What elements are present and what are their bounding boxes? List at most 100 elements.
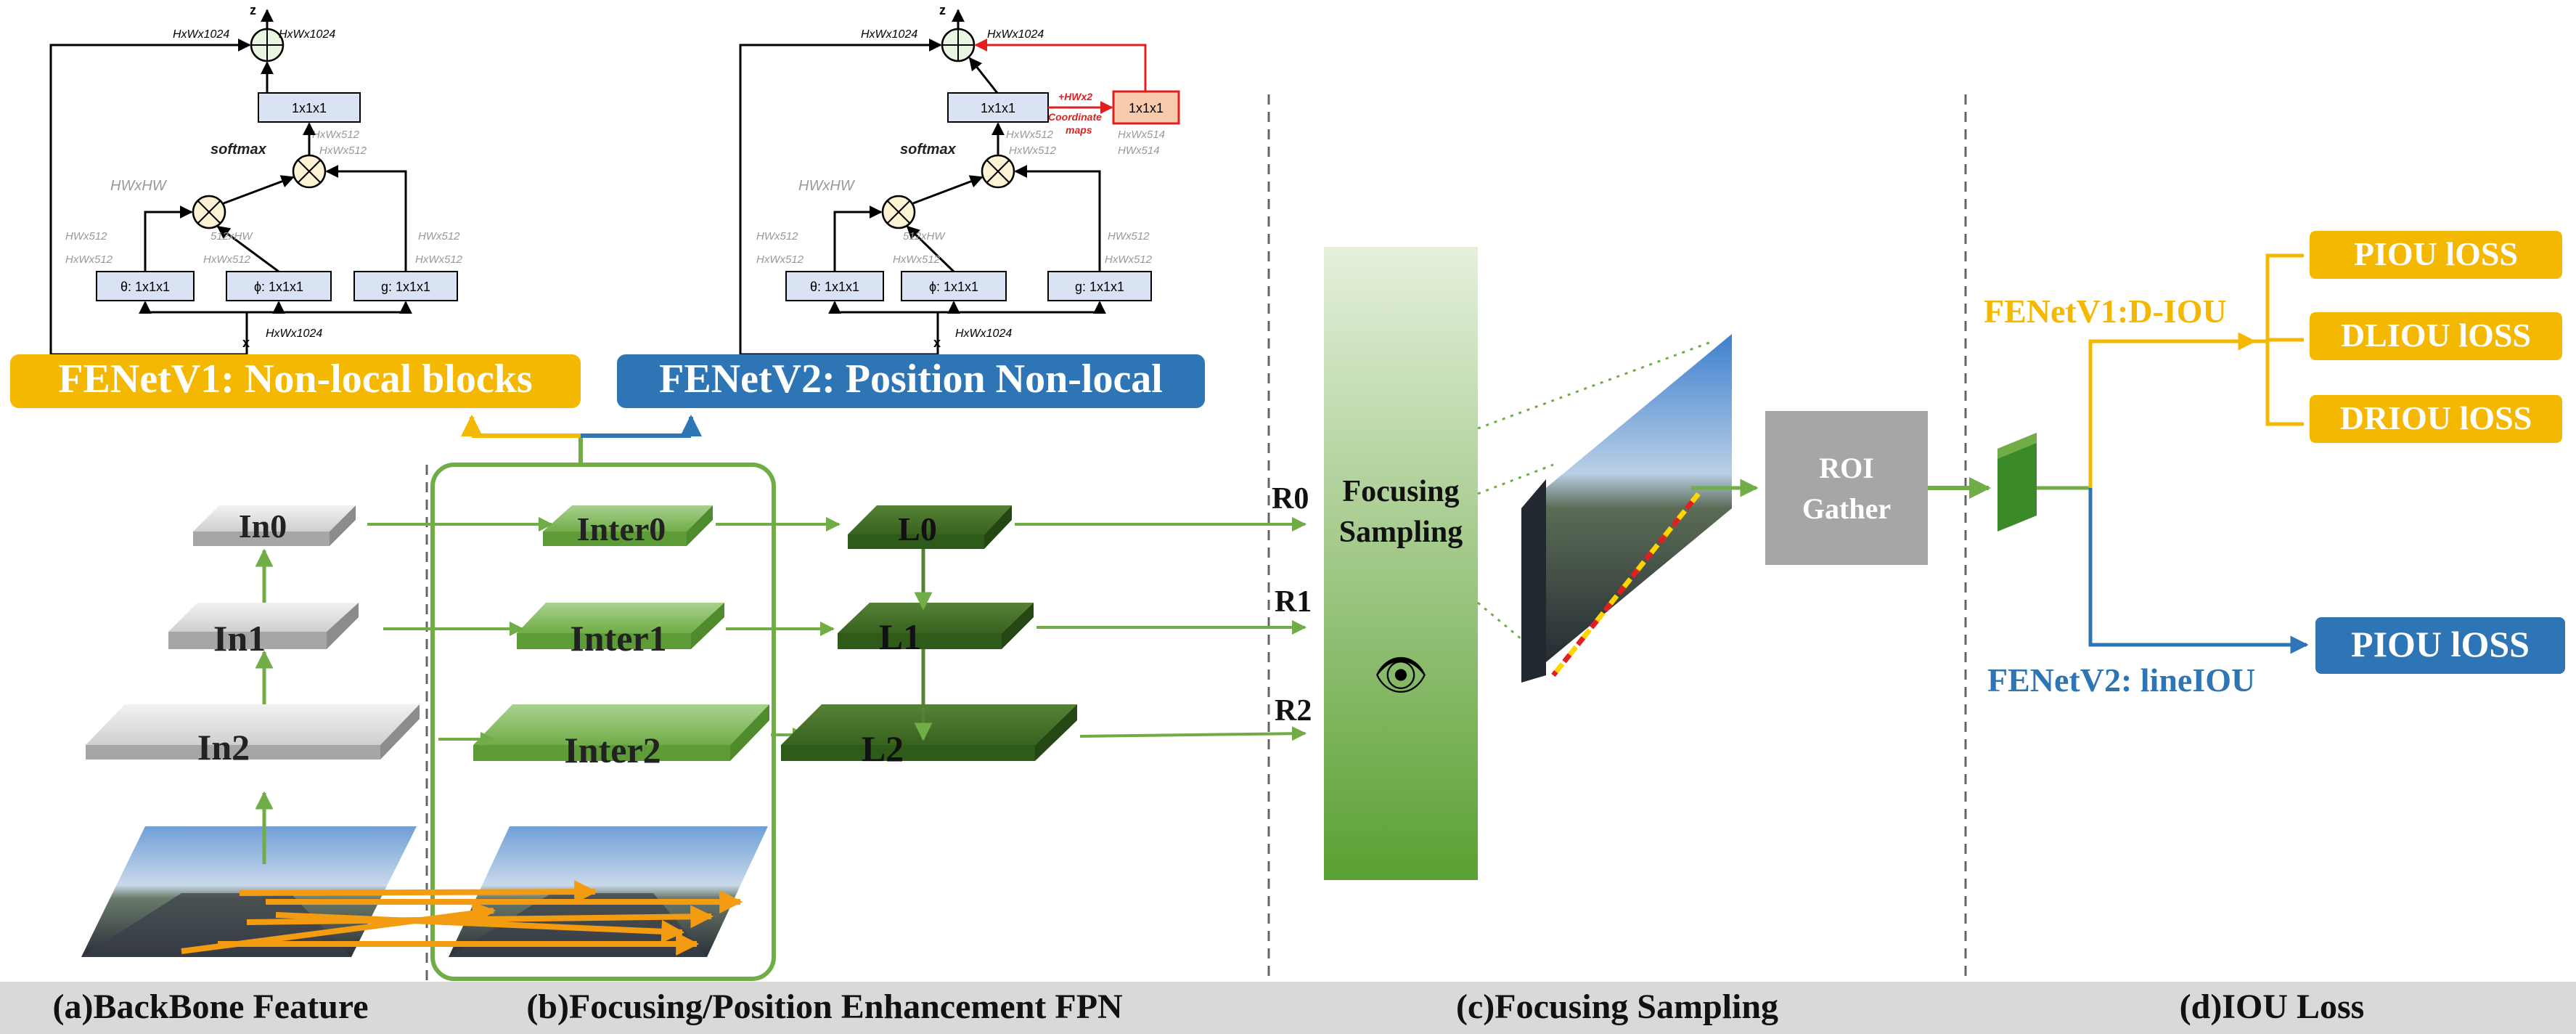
v2-title: FENetV2: Position Non-local xyxy=(659,357,1163,402)
dim-label: HxWx512 xyxy=(1105,253,1153,266)
dim-label: HWx512 xyxy=(756,230,798,243)
roi-label: Gather xyxy=(1802,492,1891,525)
dliou-label: DLIOU lOSS xyxy=(2341,317,2531,354)
piou-v2-loss-badge: PIOU lOSS xyxy=(2315,617,2565,674)
l2-label: L2 xyxy=(862,728,904,769)
inter2-slab: Inter2 xyxy=(473,704,769,770)
in1-label: In1 xyxy=(213,618,266,659)
theta-conv xyxy=(96,271,195,301)
g-label: g: 1x1x1 xyxy=(381,280,430,294)
v1-loss-label: FENetV1:D-IOU xyxy=(1984,293,2227,330)
coord-label: maps xyxy=(1066,124,1092,136)
dim-label: HWx512 xyxy=(418,230,460,243)
l0-slab: L0 xyxy=(848,505,1012,549)
l0-label: L0 xyxy=(898,510,937,547)
in0-label: In0 xyxy=(239,508,287,545)
l2-slab: L2 xyxy=(781,704,1077,769)
in0-slab: In0 xyxy=(193,505,356,546)
dim-label: 512xHW xyxy=(903,230,946,243)
roi-gather-box: ROI Gather xyxy=(1765,411,1928,565)
z-label: z xyxy=(939,3,946,17)
phi-conv xyxy=(901,271,1007,301)
piou-v2-label: PIOU lOSS xyxy=(2351,624,2530,664)
inter1-slab: Inter1 xyxy=(517,603,724,659)
fpn-region xyxy=(430,463,776,981)
phi-label: ϕ: 1x1x1 xyxy=(929,280,978,294)
focusing-label: Sampling xyxy=(1339,516,1463,549)
section-a-label: (a)BackBone Feature xyxy=(52,988,368,1026)
g-conv xyxy=(353,271,458,301)
sampled-road-image xyxy=(1521,334,1732,683)
x-label: x xyxy=(242,335,250,350)
fpn-section: Inter2 Inter1 Inter0 L0 xyxy=(181,463,1077,981)
driou-loss-badge: DRIOU lOSS xyxy=(2310,395,2562,443)
dim-label: HxWx512 xyxy=(65,253,113,266)
dim-label: HWx512 xyxy=(1108,230,1150,243)
v2-title-badge: FENetV2: Position Non-local xyxy=(617,354,1205,408)
coord-conv-box xyxy=(1112,90,1180,125)
piou-label: PIOU lOSS xyxy=(2354,235,2518,272)
l1-label: L1 xyxy=(879,616,921,657)
dim-label: HWx512 xyxy=(65,230,107,243)
nonlocal-v2-block: z HxWx1024 HxWx1024 1x1x1 1x1x1 +HWx2 Co… xyxy=(739,3,1180,356)
dim-label: HxWx512 xyxy=(203,253,251,266)
conv-box xyxy=(258,92,361,123)
in2-slab: In2 xyxy=(86,704,420,768)
dim-label: HxWx512 xyxy=(415,253,463,266)
g-conv xyxy=(1047,271,1152,301)
v1-title: FENetV1: Non-local blocks xyxy=(58,357,532,402)
dim-label: HxWx512 xyxy=(756,253,804,266)
driou-label: DRIOU lOSS xyxy=(2340,399,2532,436)
v1-title-badge: FENetV1: Non-local blocks xyxy=(10,354,581,408)
r1-label: R1 xyxy=(1275,585,1312,619)
hwxhw-label: HWxHW xyxy=(110,178,168,194)
v2-loss-label: FENetV2: lineIOU xyxy=(1987,661,2255,699)
z-label: z xyxy=(250,3,256,17)
dim-label: HxWx1024 xyxy=(955,327,1012,340)
x-label: x xyxy=(933,335,941,350)
phi-label: ϕ: 1x1x1 xyxy=(254,280,303,294)
section-b-label: (b)Focusing/Position Enhancement FPN xyxy=(526,988,1123,1026)
dim-label: HxWx512 xyxy=(1009,144,1057,157)
l1-slab: L1 xyxy=(838,603,1034,657)
backbone-section: In2 In1 In0 xyxy=(81,505,420,957)
piou-loss-badge: PIOU lOSS xyxy=(2310,231,2562,279)
eye-icon: 👁 xyxy=(1373,651,1428,699)
conv-label: 1x1x1 xyxy=(981,101,1015,115)
dim-label: HxWx1024 xyxy=(266,327,322,340)
focusing-sampling-panel xyxy=(1324,247,1478,880)
dliou-loss-badge: DLIOU lOSS xyxy=(2310,312,2562,360)
dim-label: HxWx512 xyxy=(319,144,367,157)
conv-label: 1x1x1 xyxy=(1129,101,1164,115)
nonlocal-v1-block: z HxWx1024 HxWx1024 1x1x1 HxWx512 softma… xyxy=(49,3,463,356)
section-c-label: (c)Focusing Sampling xyxy=(1456,988,1778,1026)
hwxhw-label: HWxHW xyxy=(798,178,856,194)
inter2-label: Inter2 xyxy=(564,730,661,770)
dim-label: HxWx1024 xyxy=(861,28,917,41)
theta-label: θ: 1x1x1 xyxy=(120,280,170,294)
r0-label: R0 xyxy=(1272,482,1309,516)
inter0-slab: Inter0 xyxy=(543,505,713,547)
in2-label: In2 xyxy=(197,727,250,768)
softmax-label: softmax xyxy=(210,142,267,158)
dim-label: HxWx1024 xyxy=(173,28,229,41)
theta-label: θ: 1x1x1 xyxy=(810,280,859,294)
dim-label: HxWx1024 xyxy=(987,28,1044,41)
dim-label: HxWx512 xyxy=(893,253,941,266)
section-d-label: (d)IOU Loss xyxy=(2180,988,2365,1026)
dim-label: HxWx1024 xyxy=(279,28,335,41)
g-label: g: 1x1x1 xyxy=(1075,280,1124,294)
coord-label: Coordinate xyxy=(1048,111,1102,123)
fpn-title-connector xyxy=(461,415,702,465)
loss-feature-block xyxy=(1998,433,2037,532)
inter0-label: Inter0 xyxy=(577,510,666,547)
dim-label: HxWx512 xyxy=(312,129,360,141)
softmax-label: softmax xyxy=(900,142,957,158)
dim-label: 512xHW xyxy=(210,230,253,243)
conv-label: 1x1x1 xyxy=(292,101,327,115)
dim-label: HxWx512 xyxy=(1006,129,1054,141)
dim-label: HxWx514 xyxy=(1118,129,1165,141)
r2-label: R2 xyxy=(1275,694,1312,728)
in1-slab: In1 xyxy=(168,603,359,659)
focusing-label: Focusing xyxy=(1342,475,1459,508)
